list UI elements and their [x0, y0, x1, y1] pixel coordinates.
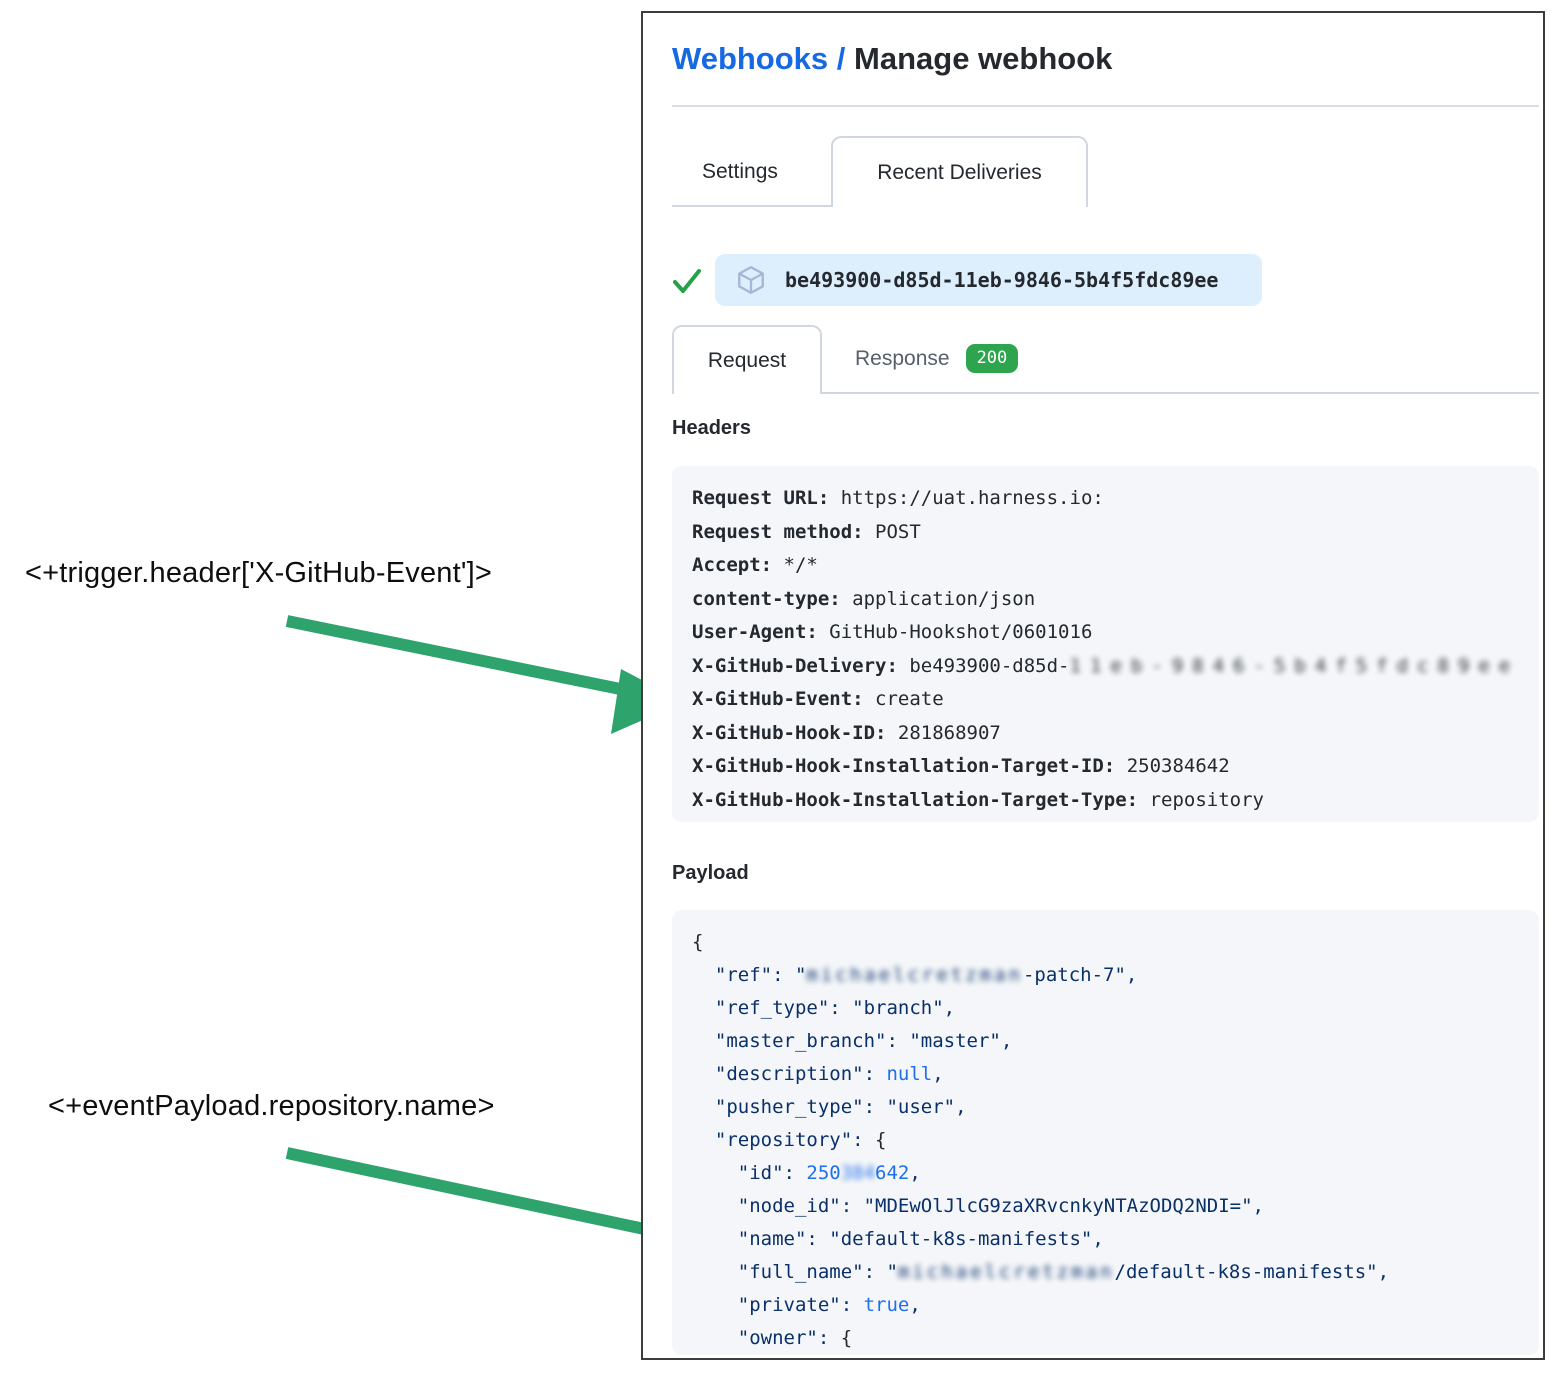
payload-line: { [692, 931, 704, 953]
payload-line: "pusher_type": "user", [692, 1096, 967, 1118]
header-line: X-GitHub-Event: create [692, 688, 944, 710]
tab-request[interactable]: Request [672, 325, 822, 394]
payload-line: "name": "default-k8s-manifests", [692, 1228, 1104, 1250]
headers-code-box: Request URL: https://uat.harness.io: Requ… [672, 466, 1539, 822]
payload-line: "ref_type": "branch", [692, 997, 956, 1019]
header-line: Request URL: https://uat.harness.io: [692, 487, 1104, 509]
webhooks-breadcrumb-link[interactable]: Webhooks / [672, 41, 846, 76]
payload-line: "id": 250384642, [692, 1162, 921, 1184]
annotation-event-payload-expression: <+eventPayload.repository.name> [48, 1090, 495, 1122]
tab-recent-deliveries-label: Recent Deliveries [877, 160, 1042, 184]
payload-line: "master_branch": "master", [692, 1030, 1013, 1052]
tab-settings[interactable]: Settings [688, 138, 792, 205]
payload-line: "private": true, [692, 1294, 921, 1316]
response-status-badge: 200 [965, 344, 1019, 373]
header-line: Accept: */* [692, 554, 818, 576]
tab-recent-deliveries[interactable]: Recent Deliveries [831, 136, 1088, 207]
payload-heading: Payload [672, 862, 749, 884]
headers-heading: Headers [672, 417, 751, 439]
payload-line: "node_id": "MDEwOlJlcG9zaXRvcnkyNTAzODQ2… [692, 1195, 1264, 1217]
annotation-trigger-header-expression: <+trigger.header['X-GitHub-Event']> [25, 557, 493, 589]
package-icon [738, 266, 764, 294]
header-line: X-GitHub-Delivery: be493900-d85d-11eb-98… [692, 654, 1520, 677]
redacted-text: michaelcretzman [897, 1261, 1115, 1283]
header-line: X-GitHub-Hook-ID: 281868907 [692, 721, 1001, 744]
header-line: content-type: application/json [692, 587, 1036, 610]
delivery-success-check-icon [673, 269, 701, 293]
tab-settings-label: Settings [702, 159, 778, 183]
breadcrumb: Webhooks / Manage webhook [672, 41, 1112, 77]
payload-line: "description": null, [692, 1063, 944, 1085]
redacted-text: 384 [840, 1162, 876, 1184]
header-line: Request method: POST [692, 520, 921, 543]
page-title: Manage webhook [854, 41, 1113, 76]
tab-request-label: Request [707, 348, 787, 372]
tab-response[interactable]: Response 200 [855, 325, 1019, 392]
title-divider [672, 105, 1539, 107]
payload-line: "full_name": "michaelcretzman/default-k8… [692, 1261, 1390, 1283]
header-line: X-GitHub-Hook-Installation-Target-ID: 25… [692, 755, 1230, 777]
tabbar-underline [672, 205, 831, 207]
delivery-item[interactable]: be493900-d85d-11eb-9846-5b4f5fdc89ee [715, 254, 1262, 306]
delivery-guid: be493900-d85d-11eb-9846-5b4f5fdc89ee [785, 268, 1219, 292]
payload-line: "ref": "michaelcretzman-patch-7", [692, 964, 1138, 986]
redacted-text: michaelcretzman [806, 964, 1023, 986]
header-line: X-GitHub-Hook-Installation-Target-Type: … [692, 788, 1264, 811]
arrow-to-x-github-event [285, 615, 684, 734]
tab-response-label: Response [855, 346, 950, 370]
header-line: User-Agent: GitHub-Hookshot/0601016 [692, 621, 1093, 643]
payload-line: "repository": { [692, 1129, 887, 1151]
manage-webhook-panel: Webhooks / Manage webhook Settings Recen… [641, 11, 1545, 1360]
subtabbar-underline [822, 392, 1539, 394]
payload-code-box: { "ref": "michaelcretzman-patch-7", "ref… [672, 910, 1539, 1355]
payload-line: "owner": { [692, 1327, 853, 1349]
redacted-text: 11eb-9846-5b4f5fdc89ee [1069, 654, 1520, 677]
